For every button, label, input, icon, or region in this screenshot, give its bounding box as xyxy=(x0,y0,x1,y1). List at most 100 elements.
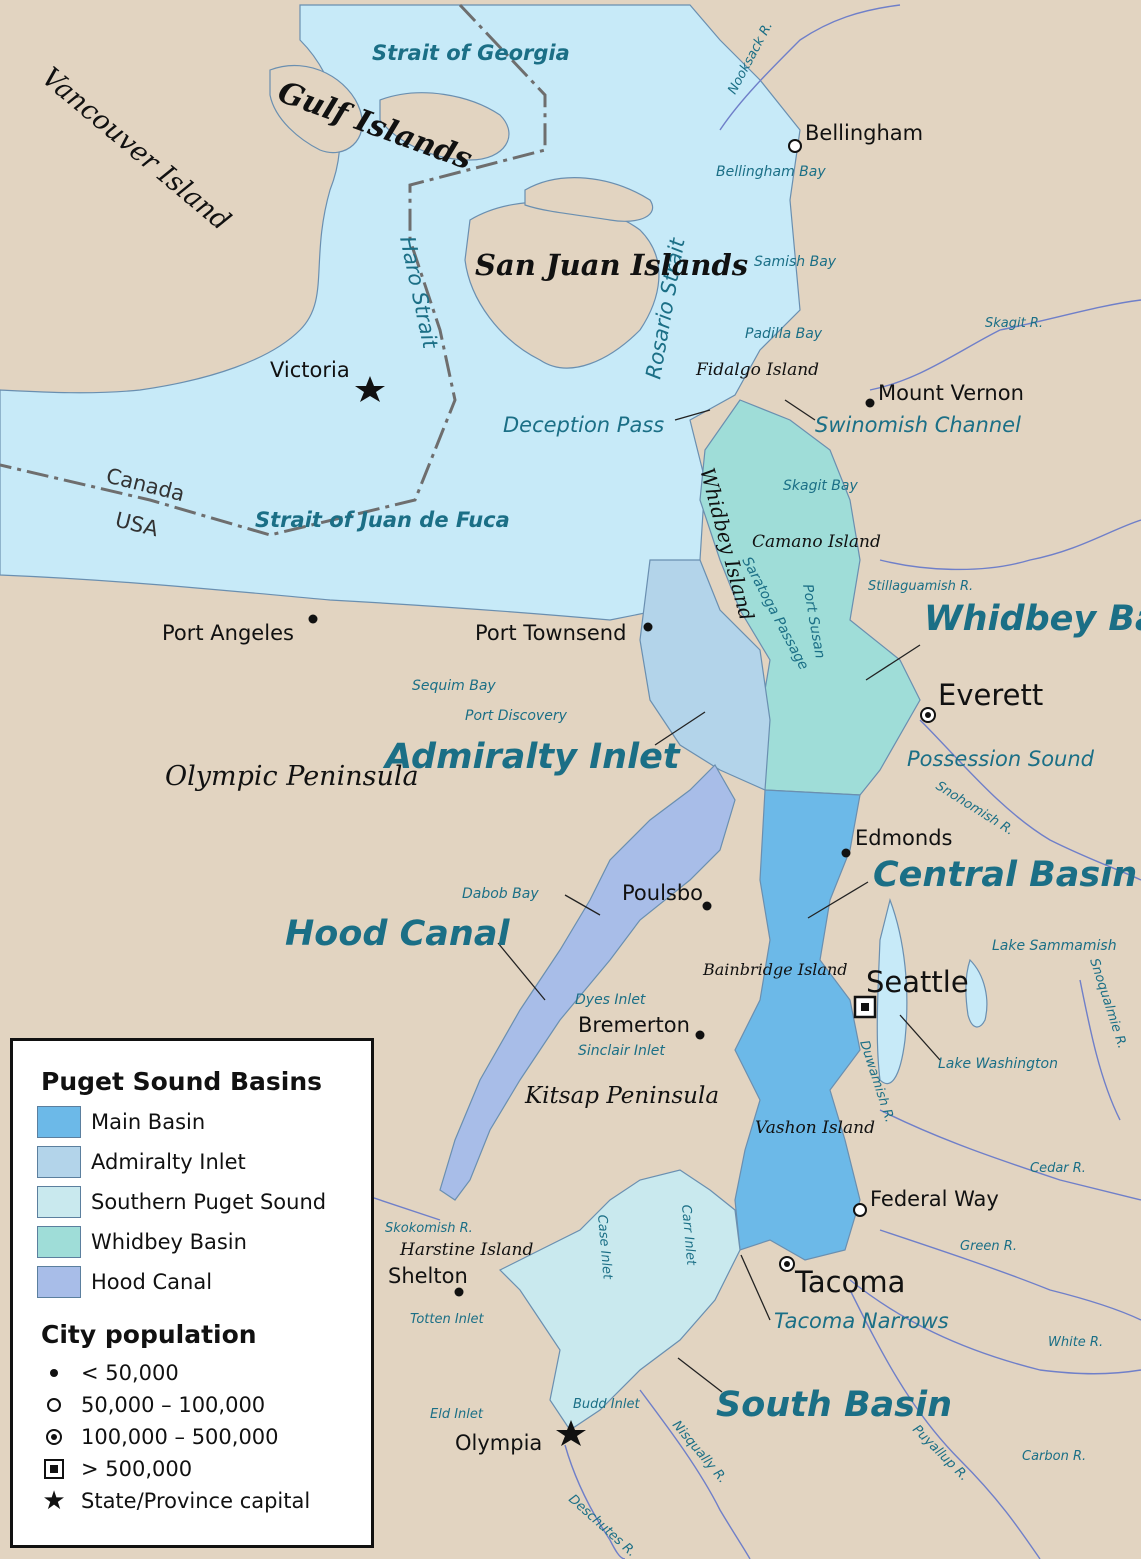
budd-inlet-label: Budd Inlet xyxy=(573,1397,640,1412)
bellingham-marker xyxy=(788,139,802,153)
tacoma-label: Tacoma xyxy=(794,1265,905,1299)
carbon-river-label: Carbon R. xyxy=(1022,1449,1086,1464)
lake-sammamish-water xyxy=(965,958,988,1028)
port-angeles-label: Port Angeles xyxy=(162,621,294,645)
sinclair-inlet-label: Sinclair Inlet xyxy=(578,1043,665,1059)
legend-item: 100,000 – 500,000 xyxy=(39,1421,371,1453)
legend-label: 100,000 – 500,000 xyxy=(81,1425,279,1449)
deception-pass-label: Deception Pass xyxy=(503,413,664,437)
kitsap-peninsula-label: Kitsap Peninsula xyxy=(524,1083,719,1109)
square-dot-icon xyxy=(39,1459,69,1479)
olympia-capital-star xyxy=(556,1420,586,1446)
whidbey-basin-water xyxy=(699,399,921,796)
population-legend-title: City population xyxy=(41,1320,257,1349)
stillaguamish-river-label: Stillaguamish R. xyxy=(868,579,973,594)
shelton-marker xyxy=(454,1287,464,1297)
victoria-capital-star xyxy=(355,376,385,402)
strait-of-juan-de-fuca-label: Strait of Juan de Fuca xyxy=(255,508,510,532)
legend-label: Main Basin xyxy=(91,1110,206,1134)
mount-vernon-marker xyxy=(865,398,875,408)
hood-canal-water xyxy=(439,764,736,1201)
legend-label: < 50,000 xyxy=(81,1361,179,1385)
southern-puget-sound-water xyxy=(498,1169,741,1431)
san-juan-islands-label: San Juan Islands xyxy=(475,248,748,282)
port-angeles-marker xyxy=(308,614,318,624)
open-water xyxy=(0,4,801,621)
small-dot-icon xyxy=(39,1369,69,1377)
dyes-inlet-label: Dyes Inlet xyxy=(575,992,646,1008)
fidalgo-island-label: Fidalgo Island xyxy=(695,360,819,380)
orcas-island-landmass xyxy=(524,177,654,222)
legend-item: ★ State/Province capital xyxy=(39,1485,371,1517)
star-icon: ★ xyxy=(42,1486,66,1516)
carr-inlet-label: Carr Inlet xyxy=(678,1204,698,1267)
skagit-bay-label: Skagit Bay xyxy=(783,478,858,494)
legend-item: Whidbey Basin xyxy=(37,1222,371,1262)
tacoma-narrows-label: Tacoma Narrows xyxy=(774,1309,949,1333)
totten-inlet-label: Totten Inlet xyxy=(410,1312,485,1327)
strait-of-georgia-label: Strait of Georgia xyxy=(372,41,570,65)
dabob-bay-label: Dabob Bay xyxy=(462,886,539,902)
lake-washington-water xyxy=(876,897,908,1085)
legend-label: 50,000 – 100,000 xyxy=(81,1393,266,1417)
poulsbo-label: Poulsbo xyxy=(622,881,703,905)
eld-inlet-label: Eld Inlet xyxy=(430,1407,484,1422)
sequim-bay-label: Sequim Bay xyxy=(412,678,496,694)
lake-sammamish-label: Lake Sammamish xyxy=(992,938,1117,954)
admiralty-inlet-label: Admiralty Inlet xyxy=(382,737,681,777)
skokomish-river-label: Skokomish R. xyxy=(385,1221,473,1236)
federal-way-label: Federal Way xyxy=(870,1187,999,1211)
south-basin-label: South Basin xyxy=(716,1385,952,1425)
cedar-river-label: Cedar R. xyxy=(1030,1161,1086,1176)
mount-vernon-label: Mount Vernon xyxy=(878,381,1024,405)
whidbey-basin-swatch xyxy=(37,1226,81,1258)
federal-way-marker xyxy=(853,1203,867,1217)
leader-lines xyxy=(497,399,941,1393)
legend-label: Whidbey Basin xyxy=(91,1230,247,1254)
everett-marker-dot xyxy=(925,712,931,718)
city-markers xyxy=(308,139,936,1446)
legend-item: Southern Puget Sound xyxy=(37,1182,371,1222)
map-legend: Puget Sound Basins Main Basin Admiralty … xyxy=(10,1038,374,1548)
admiralty-inlet-swatch xyxy=(37,1146,81,1178)
gulf-islands-landmass xyxy=(269,65,363,154)
everett-label: Everett xyxy=(938,678,1043,712)
samish-bay-label: Samish Bay xyxy=(754,254,837,270)
legend-item: 50,000 – 100,000 xyxy=(39,1389,371,1421)
whidbey-basin-label-line1: Whidbey Basin xyxy=(924,599,1141,639)
edmonds-marker xyxy=(841,848,851,858)
main-basin-water xyxy=(734,789,861,1261)
swinomish-channel-label: Swinomish Channel xyxy=(815,413,1021,437)
poulsbo-marker xyxy=(702,901,712,911)
rivers xyxy=(349,4,1141,1559)
central-basin-label: Central Basin xyxy=(873,855,1137,895)
olympic-peninsula-label: Olympic Peninsula xyxy=(165,761,419,792)
population-legend-list: < 50,000 50,000 – 100,000 100,000 – 500,… xyxy=(13,1357,371,1517)
legend-label: Southern Puget Sound xyxy=(91,1190,327,1214)
bremerton-marker xyxy=(695,1030,705,1040)
legend-label: State/Province capital xyxy=(81,1489,311,1513)
international-boundary xyxy=(0,3,547,537)
main-basin-swatch xyxy=(37,1106,81,1138)
lake-washington-label: Lake Washington xyxy=(938,1056,1058,1072)
legend-item: Main Basin xyxy=(37,1102,371,1142)
green-river-label: Green R. xyxy=(960,1239,1017,1254)
white-river-label: White R. xyxy=(1048,1335,1103,1350)
bainbridge-island-label: Bainbridge Island xyxy=(702,960,848,979)
case-inlet-label: Case Inlet xyxy=(594,1214,615,1281)
port-discovery-label: Port Discovery xyxy=(465,708,568,724)
legend-item: Admiralty Inlet xyxy=(37,1142,371,1182)
gulf-islands-landmass-2 xyxy=(379,92,510,161)
legend-item: Hood Canal xyxy=(37,1262,371,1302)
port-townsend-label: Port Townsend xyxy=(475,621,626,645)
port-townsend-marker xyxy=(643,622,653,632)
hood-canal-swatch xyxy=(37,1266,81,1298)
edmonds-label: Edmonds xyxy=(855,826,952,850)
legend-item: > 500,000 xyxy=(39,1453,371,1485)
ring-dot-icon xyxy=(39,1429,69,1445)
vashon-island-label: Vashon Island xyxy=(755,1118,875,1138)
seattle-marker-inner xyxy=(861,1003,869,1011)
legend-label: > 500,000 xyxy=(81,1457,193,1481)
legend-label: Admiralty Inlet xyxy=(91,1150,246,1174)
